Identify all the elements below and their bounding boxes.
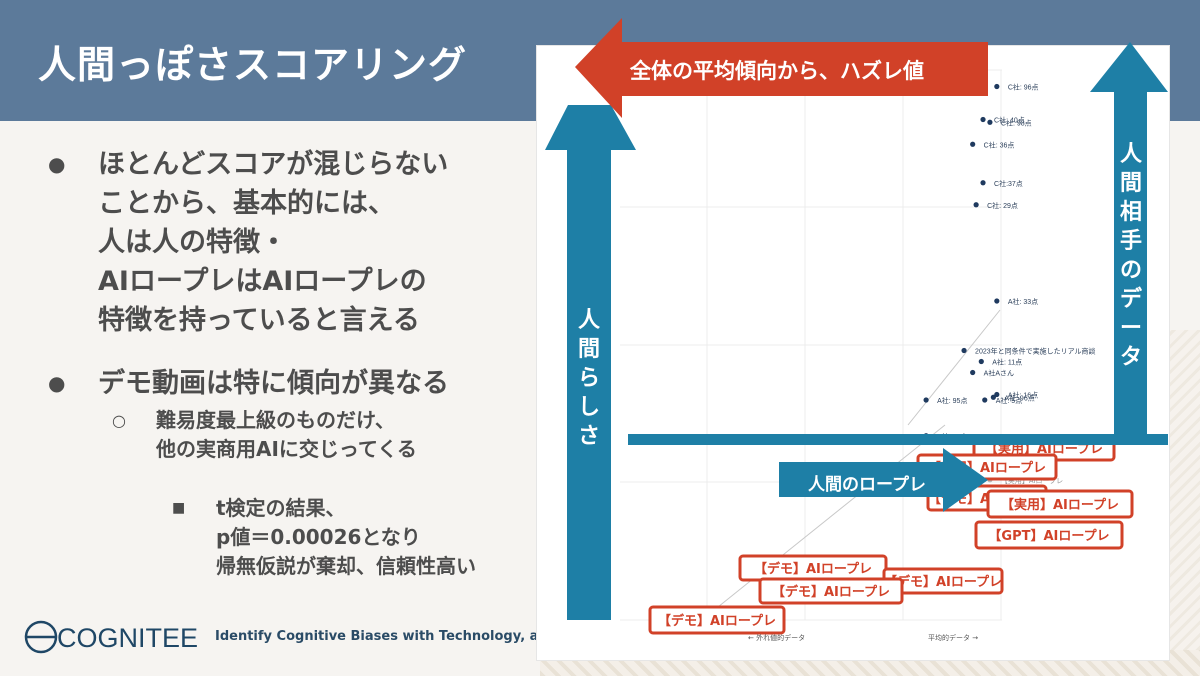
- subsub-bullet-line: t検定の結果、: [216, 496, 346, 520]
- highlight-label: 【デモ】AIロープレ: [658, 613, 776, 629]
- middle-arrow-right-icon: [779, 448, 988, 512]
- data-point-label: C社:37点: [994, 179, 1023, 188]
- horizontal-divider-bar: [628, 434, 1168, 445]
- data-point-label: A社Aさん: [984, 369, 1014, 378]
- bullet-1-line: AIロープレはAIロープレの: [98, 266, 427, 297]
- data-point: [994, 83, 1000, 90]
- subsub-bullet-line: p値＝0.00026となり: [216, 525, 421, 549]
- slide-body: ● ほとんどスコアが混じらない ことから、基本的には、 人は人の特徴・ AIロー…: [0, 121, 540, 676]
- data-point: [923, 397, 929, 403]
- data-point-label: C社: 29点: [987, 201, 1018, 210]
- cognitee-logo: COGNITEE: [24, 620, 198, 654]
- bullet-1-line: ことから、基本的には、: [98, 188, 395, 219]
- arrow-label-char: 間: [1119, 171, 1142, 196]
- data-point-label: C社: 36点: [984, 140, 1015, 149]
- subsub-bullet-line: 帰無仮説が棄却、信頼性高い: [216, 554, 476, 578]
- highlighted-labels: 【実用】AIロープレ【実用】AIロープレ【デモ】AIロープレ【実用】AIロープレ…: [648, 434, 1134, 635]
- highlight-box: [648, 605, 786, 635]
- sub-bullet-line: 難易度最上級のものだけ、: [156, 408, 395, 432]
- middle-arrow-label: 人間のロープレ: [808, 475, 926, 495]
- bullet-dot-icon: ●: [48, 371, 66, 395]
- highlight-label: 【デモ】AIロープレ: [772, 584, 890, 600]
- highlight-box: [974, 520, 1124, 550]
- right-arrow-label: 人間相手のデータ: [1118, 140, 1144, 372]
- data-point: [982, 397, 988, 403]
- highlight-box: [758, 577, 904, 605]
- arrow-label-char: タ: [1119, 345, 1142, 370]
- bullet-2-text: デモ動画は特に傾向が異なる: [98, 368, 449, 399]
- sub-bullet-line: 他の実商用AIに交じってくる: [156, 437, 417, 461]
- x-label-left: ← 外れ値的データ: [748, 633, 805, 642]
- data-point: [970, 141, 976, 147]
- arrow-label-char: し: [577, 395, 600, 420]
- top-arrow-label: 全体の平均傾向から、ハズレ値: [630, 59, 924, 83]
- arrow-label-char: の: [1119, 258, 1142, 283]
- data-point-label: A社: 11点: [992, 358, 1022, 367]
- data-point-label: C社: 40点: [994, 116, 1025, 125]
- arrow-label-char: 手: [1119, 229, 1142, 254]
- data-point: [970, 369, 976, 376]
- bullet-dot-icon: ●: [48, 152, 66, 176]
- top-arrow-left-icon: [575, 18, 988, 118]
- highlight-label: 【実用】AIロープレ: [1001, 497, 1119, 513]
- data-point-label: 2023年と同条件で実施したリアル商談: [975, 347, 1096, 356]
- data-point-label: A社: 16点: [1008, 391, 1038, 400]
- arrow-label-char: ー: [1119, 316, 1142, 341]
- right-arrow-up-icon: [1090, 42, 1168, 440]
- highlight-label: 【デモ】AIロープレ: [884, 574, 1002, 590]
- data-point-label: A社: 96点: [1004, 393, 1034, 402]
- highlight-label: 【デモ】AIロープレ: [754, 561, 872, 577]
- data-point: [973, 202, 979, 208]
- trend-line-upper: [907, 309, 1001, 426]
- sub-bullet: ○ 難易度最上級のものだけ、 他の実商用AIに交じってくる: [112, 406, 417, 464]
- x-label-right: 平均的データ →: [928, 633, 978, 642]
- bullet-1: ● ほとんどスコアが混じらない ことから、基本的には、 人は人の特徴・ AIロー…: [48, 145, 448, 340]
- data-point-label: C社: 96点: [1008, 83, 1039, 92]
- slide-title: 人間っぽさスコアリング: [38, 43, 468, 87]
- arrow-label-char: 間: [577, 337, 600, 362]
- square-bullet-icon: ■: [172, 500, 186, 516]
- arrow-label-char: ら: [577, 366, 600, 391]
- bullet-1-line: 特徴を持っていると言える: [98, 305, 420, 336]
- data-point: [980, 180, 986, 186]
- arrow-label-char: デ: [1119, 287, 1142, 312]
- ring-bullet-icon: ○: [112, 411, 126, 430]
- left-arrow-label: 人間らしさ: [576, 306, 602, 451]
- bullet-1-line: ほとんどスコアが混じらない: [98, 149, 449, 180]
- logo-wordmark: COGNITEE: [57, 623, 198, 653]
- bullet-1-line: 人は人の特徴・: [98, 227, 287, 258]
- data-point-label: A社: 95点: [937, 396, 967, 405]
- data-point-label: A社: 5点: [996, 396, 1022, 405]
- trend-line-lower: [707, 424, 946, 616]
- data-point: [990, 394, 996, 400]
- data-point: [987, 119, 993, 125]
- subsub-bullet: ■ t検定の結果、 p値＝0.00026となり 帰無仮説が棄却、信頼性高い: [172, 494, 476, 581]
- highlight-label: 【GPT】AIロープレ: [988, 528, 1109, 544]
- data-point: [980, 116, 986, 123]
- tagline: Identify Cognitive Biases with Technolog…: [215, 629, 537, 644]
- data-point: [978, 358, 984, 365]
- data-point: [961, 347, 967, 354]
- bullet-2: ● デモ動画は特に傾向が異なる: [48, 364, 449, 403]
- arrow-label-char: 人: [577, 308, 600, 333]
- highlight-box: [986, 489, 1134, 519]
- data-point-label: C社: 98点: [1001, 118, 1032, 127]
- arrow-label-char: 相: [1119, 200, 1142, 225]
- arrow-label-char: さ: [577, 424, 600, 449]
- data-point: [994, 298, 1000, 304]
- data-point-label: A社: 33点: [1008, 297, 1038, 306]
- arrow-label-char: 人: [1119, 142, 1142, 167]
- left-arrow-up-icon: [545, 105, 636, 620]
